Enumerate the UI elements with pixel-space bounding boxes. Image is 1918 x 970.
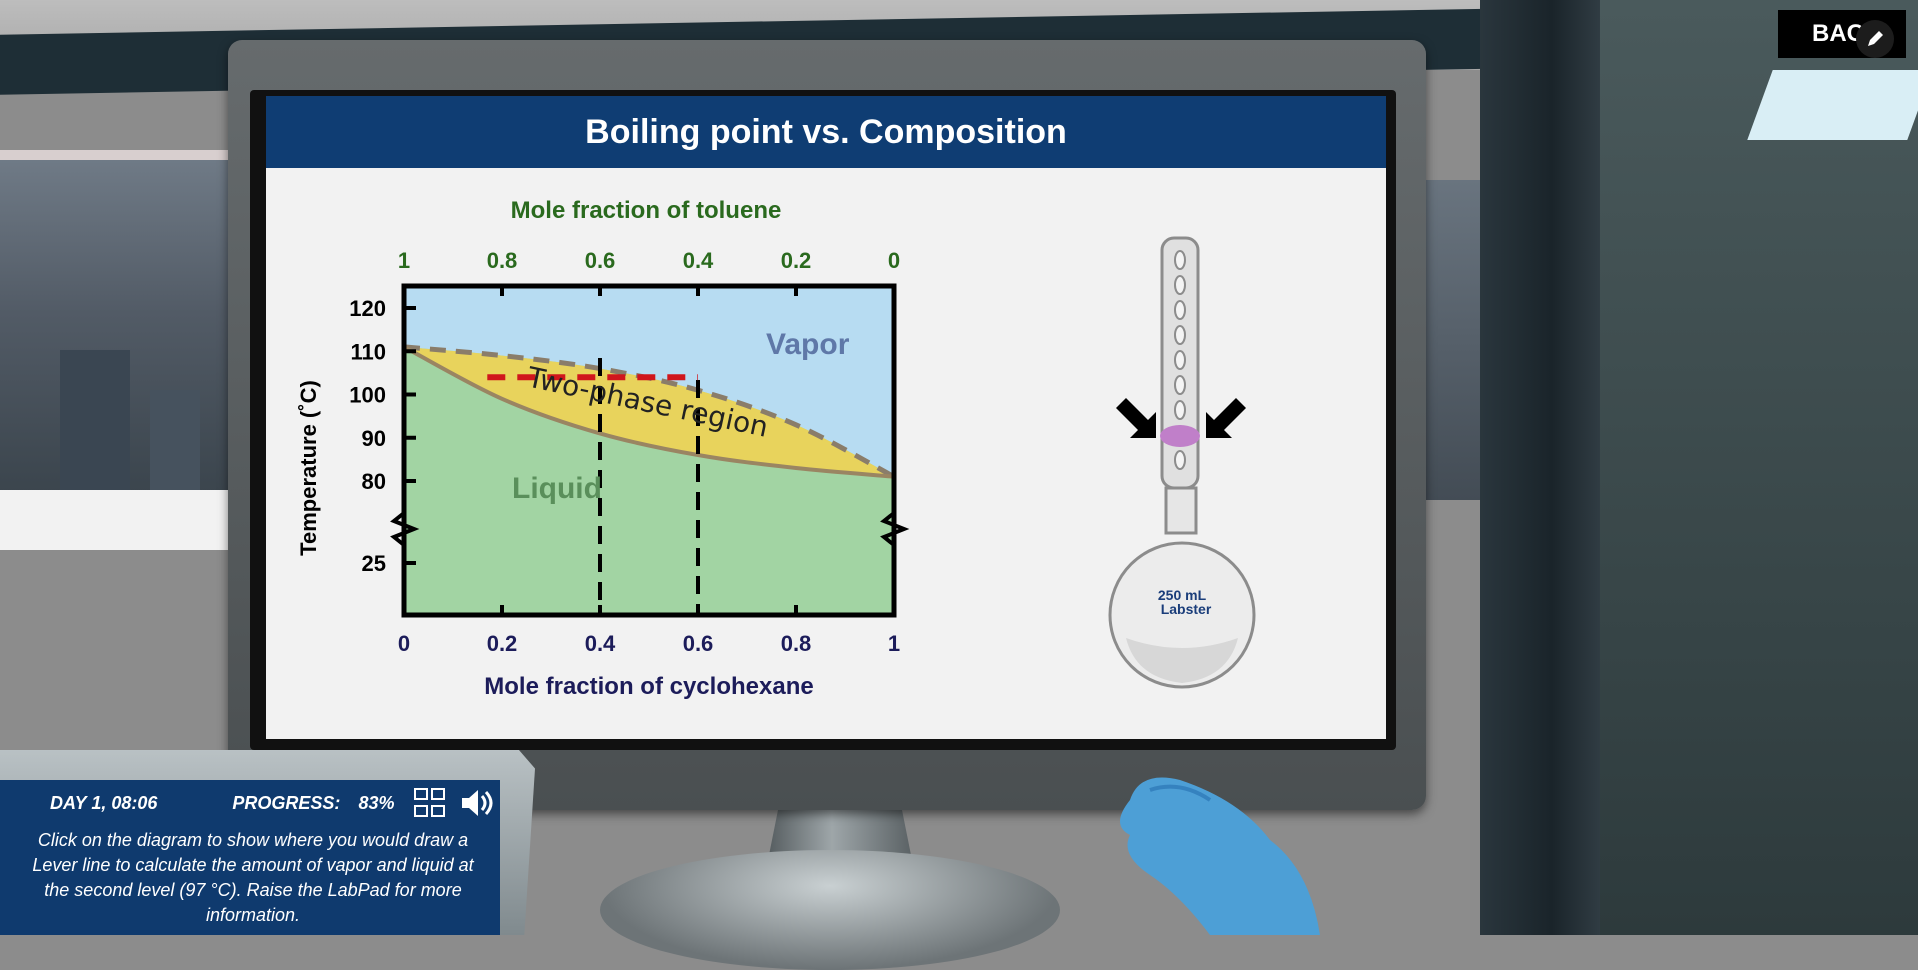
x2-axis-ticks: 1 0.8 0.6 0.4 0.2 0 <box>398 248 900 296</box>
monitor-screen[interactable]: Boiling point vs. Composition Vapor Two-… <box>266 96 1386 739</box>
window-ledge <box>0 490 232 550</box>
y-tick-label: 25 <box>362 551 386 576</box>
building <box>150 390 200 500</box>
x-tick-label: 1 <box>888 631 900 656</box>
column-joint <box>1164 486 1198 535</box>
edit-button[interactable] <box>1856 20 1894 58</box>
y-axis-label: Temperature (˚C) <box>296 380 321 556</box>
axis-break-right <box>880 511 910 547</box>
x2-tick-label: 0 <box>888 248 900 273</box>
x2-tick-label: 1 <box>398 248 410 273</box>
monitor-stand-base <box>600 850 1060 970</box>
pencil-icon <box>1868 31 1883 46</box>
building <box>60 350 130 500</box>
y-tick-label: 110 <box>351 339 387 364</box>
y-tick-label: 100 <box>349 383 386 408</box>
column-notch <box>1174 350 1186 370</box>
info-panel: DAY 1, 08:06 PROGRESS: 83% Click on the … <box>0 780 500 935</box>
vapor-label: Vapor <box>766 328 850 361</box>
x2-tick-label: 0.6 <box>585 248 616 273</box>
x-tick-label: 0.2 <box>487 631 518 656</box>
calculator-icon[interactable] <box>414 788 448 818</box>
boiling-chips <box>1126 638 1238 683</box>
instruction-text: Click on the diagram to show where you w… <box>32 830 474 925</box>
x2-tick-label: 0.2 <box>781 248 812 273</box>
progress-value: 83% <box>358 792 395 813</box>
dew-point-curve <box>403 344 896 479</box>
column-notch <box>1174 375 1186 395</box>
x-axis-label: Mole fraction of cyclohexane <box>484 673 813 700</box>
plot-area[interactable]: Vapor Two-phase region Liquid <box>390 283 910 618</box>
x-axis-ticks: 0 0.2 0.4 0.6 0.8 1 <box>398 605 900 656</box>
speaker-icon[interactable] <box>460 788 494 818</box>
left-arrow-icon <box>1116 398 1156 438</box>
status-bar: DAY 1, 08:06 PROGRESS: 83% <box>0 780 500 826</box>
column-notch <box>1174 325 1186 345</box>
x2-tick-label: 0.4 <box>683 248 714 273</box>
ceiling-light <box>1747 70 1918 140</box>
column-notch <box>1174 275 1186 295</box>
x2-tick-label: 0.8 <box>487 248 518 273</box>
flask-volume-label: 250 mL <box>1158 587 1207 603</box>
column-notch <box>1174 250 1186 270</box>
gloved-hand <box>1120 777 1320 935</box>
vertical-guide-lines <box>598 358 700 615</box>
x-tick-label: 0.6 <box>683 631 714 656</box>
pillar <box>1480 0 1600 935</box>
day-time: DAY 1, 08:06 <box>50 792 158 813</box>
axis-break-left <box>390 511 420 547</box>
liquid-label: Liquid <box>512 472 602 505</box>
screen-title: Boiling point vs. Composition <box>266 96 1386 168</box>
y-axis-ticks: 120 110 100 90 80 25 <box>349 296 416 576</box>
window-left <box>0 160 232 550</box>
plot-frame <box>401 283 897 618</box>
room-wall <box>1600 0 1918 935</box>
bubble-point-curve <box>403 345 895 479</box>
y-tick-label: 80 <box>362 469 386 494</box>
x-tick-label: 0.8 <box>781 631 812 656</box>
phase-diagram[interactable]: Vapor Two-phase region Liquid 0 0.2 0.4 0.6… <box>266 168 1386 739</box>
column-notch <box>1174 450 1186 470</box>
x-tick-label: 0 <box>398 631 410 656</box>
column-notch <box>1174 300 1186 320</box>
y-tick-label: 90 <box>362 426 386 451</box>
flask-brand-label: Labster <box>1161 601 1212 617</box>
x-tick-label: 0.4 <box>585 631 616 656</box>
vapor-region <box>404 286 894 477</box>
x2-axis-label: Mole fraction of toluene <box>511 197 782 224</box>
column-liquid-band <box>1160 425 1200 447</box>
progress-label: PROGRESS: <box>232 792 341 813</box>
fractionating-column[interactable]: 250 mL Labster <box>1108 236 1256 689</box>
y-tick-label: 120 <box>349 296 386 321</box>
column-notch <box>1174 400 1186 420</box>
right-arrow-icon <box>1206 398 1246 438</box>
